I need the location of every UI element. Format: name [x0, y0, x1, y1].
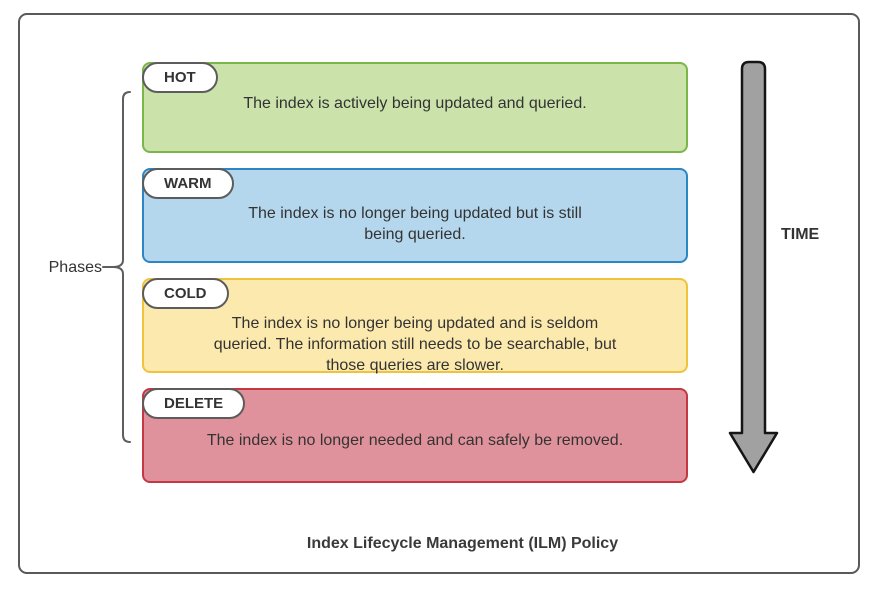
- phases-brace: [102, 91, 131, 443]
- phase-pill-hot: HOT: [142, 62, 218, 93]
- phase-description-warm: The index is no longer being updated but…: [248, 205, 582, 243]
- phase-box-cold: COLD The index is no longer being update…: [142, 278, 688, 374]
- phase-description-delete: The index is no longer needed and can sa…: [206, 432, 624, 449]
- phase-box-delete: DELETE The index is no longer needed and…: [142, 388, 688, 483]
- phase-box-hot: HOT The index is actively being updated …: [142, 62, 688, 153]
- phase-description-cold: The index is no longer being updated and…: [213, 315, 617, 374]
- diagram-title: Index Lifecycle Management (ILM) Policy: [306, 535, 619, 552]
- phase-pill-delete: DELETE: [142, 388, 246, 419]
- phase-box-warm: WARM The index is no longer being update…: [142, 168, 688, 263]
- time-arrow-down-icon: [728, 60, 779, 474]
- time-label: TIME: [781, 226, 820, 243]
- time-arrow-path: [728, 60, 779, 474]
- phase-pill-warm: WARM: [142, 168, 234, 199]
- phase-description-hot: The index is actively being updated and …: [243, 95, 587, 112]
- phases-brace-path: [102, 91, 131, 443]
- phases-label: Phases: [48, 259, 102, 276]
- phase-pill-cold: COLD: [142, 278, 229, 309]
